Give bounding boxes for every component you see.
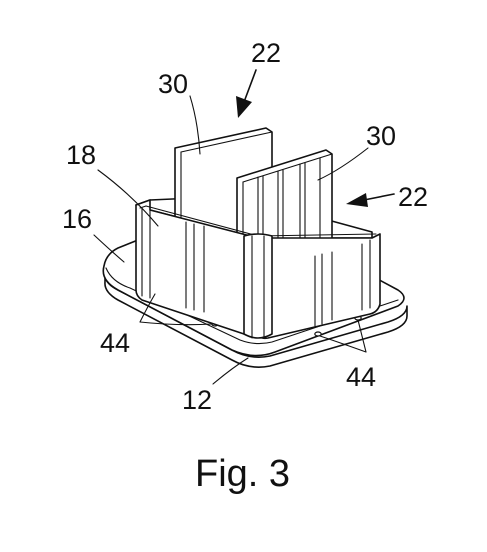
ref-22-right: 22 bbox=[398, 182, 428, 212]
ref-44-left: 44 bbox=[100, 328, 130, 358]
ref-22-top: 22 bbox=[251, 38, 281, 68]
ref-30-left: 30 bbox=[158, 69, 188, 99]
figure-caption: Fig. 3 bbox=[195, 453, 290, 495]
ref-30-right: 30 bbox=[366, 121, 396, 151]
leader-lines bbox=[93, 95, 369, 385]
ref-44-right: 44 bbox=[346, 362, 376, 392]
housing-front-walls bbox=[135, 199, 381, 340]
hole-44-c bbox=[314, 331, 322, 337]
ref-18: 18 bbox=[66, 140, 96, 170]
ref-12: 12 bbox=[182, 385, 212, 415]
arrow-22-top bbox=[236, 69, 257, 118]
ref-16: 16 bbox=[62, 204, 92, 234]
arrow-22-right bbox=[346, 193, 395, 207]
